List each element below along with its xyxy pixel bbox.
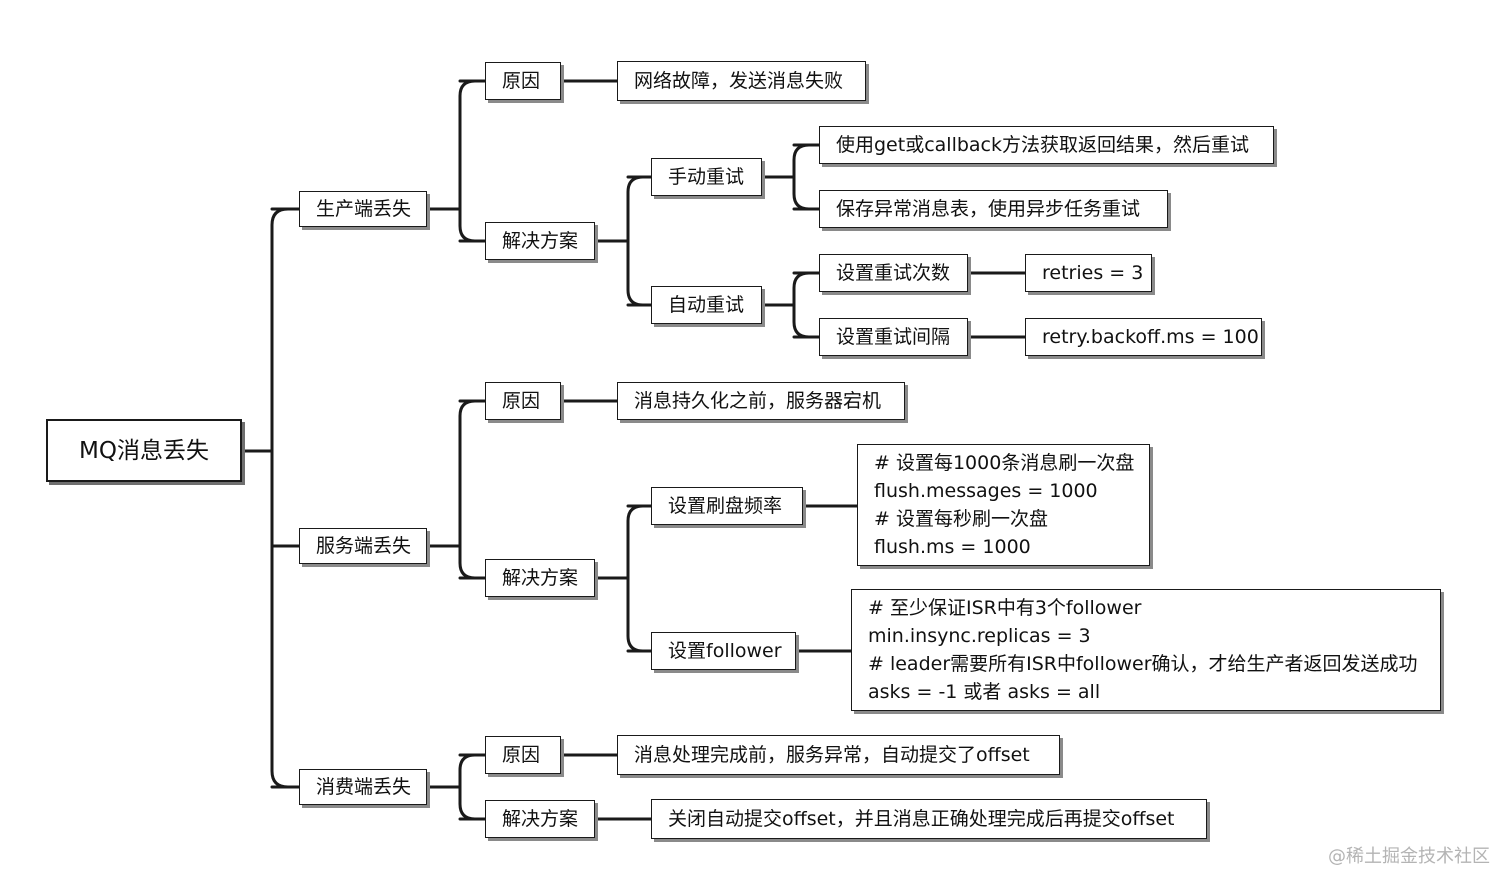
interval-label-node[interactable]: 设置重试间隔 <box>819 318 968 356</box>
consumer-solution-node[interactable]: 解决方案 <box>485 800 595 838</box>
connector-producer-solution-spine <box>626 175 645 307</box>
manual-retry-node[interactable]: 手动重试 <box>651 158 762 196</box>
connector-auto-spine <box>792 271 811 339</box>
connector-producer-spine <box>458 79 477 243</box>
follower-node[interactable]: 设置follower <box>651 632 796 670</box>
follower-line-1: # 至少保证ISR中有3个follower <box>868 597 1142 619</box>
consumer-cause-text[interactable]: 消息处理完成前，服务异常，自动提交了offset <box>617 735 1060 775</box>
root-node[interactable]: MQ消息丢失 <box>46 419 242 482</box>
connector-consumer-spine <box>458 753 477 821</box>
follower-line-3: # leader需要所有ISR中follower确认，才给生产者返回发送成功 <box>868 653 1418 675</box>
consumer-node[interactable]: 消费端丢失 <box>299 769 427 805</box>
flush-line-2: flush.messages = 1000 <box>874 480 1098 502</box>
watermark: @稀土掘金技术社区 <box>1328 846 1490 867</box>
broker-cause-text[interactable]: 消息持久化之前，服务器宕机 <box>617 382 905 420</box>
connector-root-spine <box>270 207 290 789</box>
flush-node[interactable]: 设置刷盘频率 <box>651 487 803 525</box>
producer-cause-node[interactable]: 原因 <box>485 62 561 100</box>
producer-node[interactable]: 生产端丢失 <box>299 191 427 227</box>
connector-manual-spine <box>792 143 811 211</box>
flush-config-block[interactable]: # 设置每1000条消息刷一次盘 flush.messages = 1000 #… <box>857 444 1150 566</box>
broker-solution-node[interactable]: 解决方案 <box>485 559 595 597</box>
manual-retry-item-2[interactable]: 保存异常消息表，使用异步任务重试 <box>819 190 1168 228</box>
flush-line-3: # 设置每秒刷一次盘 <box>874 508 1048 530</box>
manual-retry-item-1[interactable]: 使用get或callback方法获取返回结果，然后重试 <box>819 126 1274 164</box>
broker-cause-node[interactable]: 原因 <box>485 382 561 420</box>
follower-line-4: asks = -1 或者 asks = all <box>868 681 1101 703</box>
auto-retry-node[interactable]: 自动重试 <box>651 286 762 324</box>
follower-line-2: min.insync.replicas = 3 <box>868 625 1091 647</box>
consumer-cause-node[interactable]: 原因 <box>485 736 561 774</box>
connector-broker-solution-spine <box>626 504 645 653</box>
producer-cause-text[interactable]: 网络故障，发送消息失败 <box>617 61 866 101</box>
retries-value-node[interactable]: retries = 3 <box>1025 254 1152 292</box>
retries-label-node[interactable]: 设置重试次数 <box>819 254 968 292</box>
follower-config-block[interactable]: # 至少保证ISR中有3个follower min.insync.replica… <box>851 589 1441 711</box>
producer-solution-node[interactable]: 解决方案 <box>485 222 595 260</box>
consumer-solution-text[interactable]: 关闭自动提交offset，并且消息正确处理完成后再提交offset <box>651 799 1207 839</box>
flush-line-1: # 设置每1000条消息刷一次盘 <box>874 452 1135 474</box>
connector-broker-spine <box>458 399 477 580</box>
flush-line-4: flush.ms = 1000 <box>874 536 1031 558</box>
interval-value-node[interactable]: retry.backoff.ms = 100 <box>1025 318 1262 356</box>
broker-node[interactable]: 服务端丢失 <box>299 528 427 564</box>
